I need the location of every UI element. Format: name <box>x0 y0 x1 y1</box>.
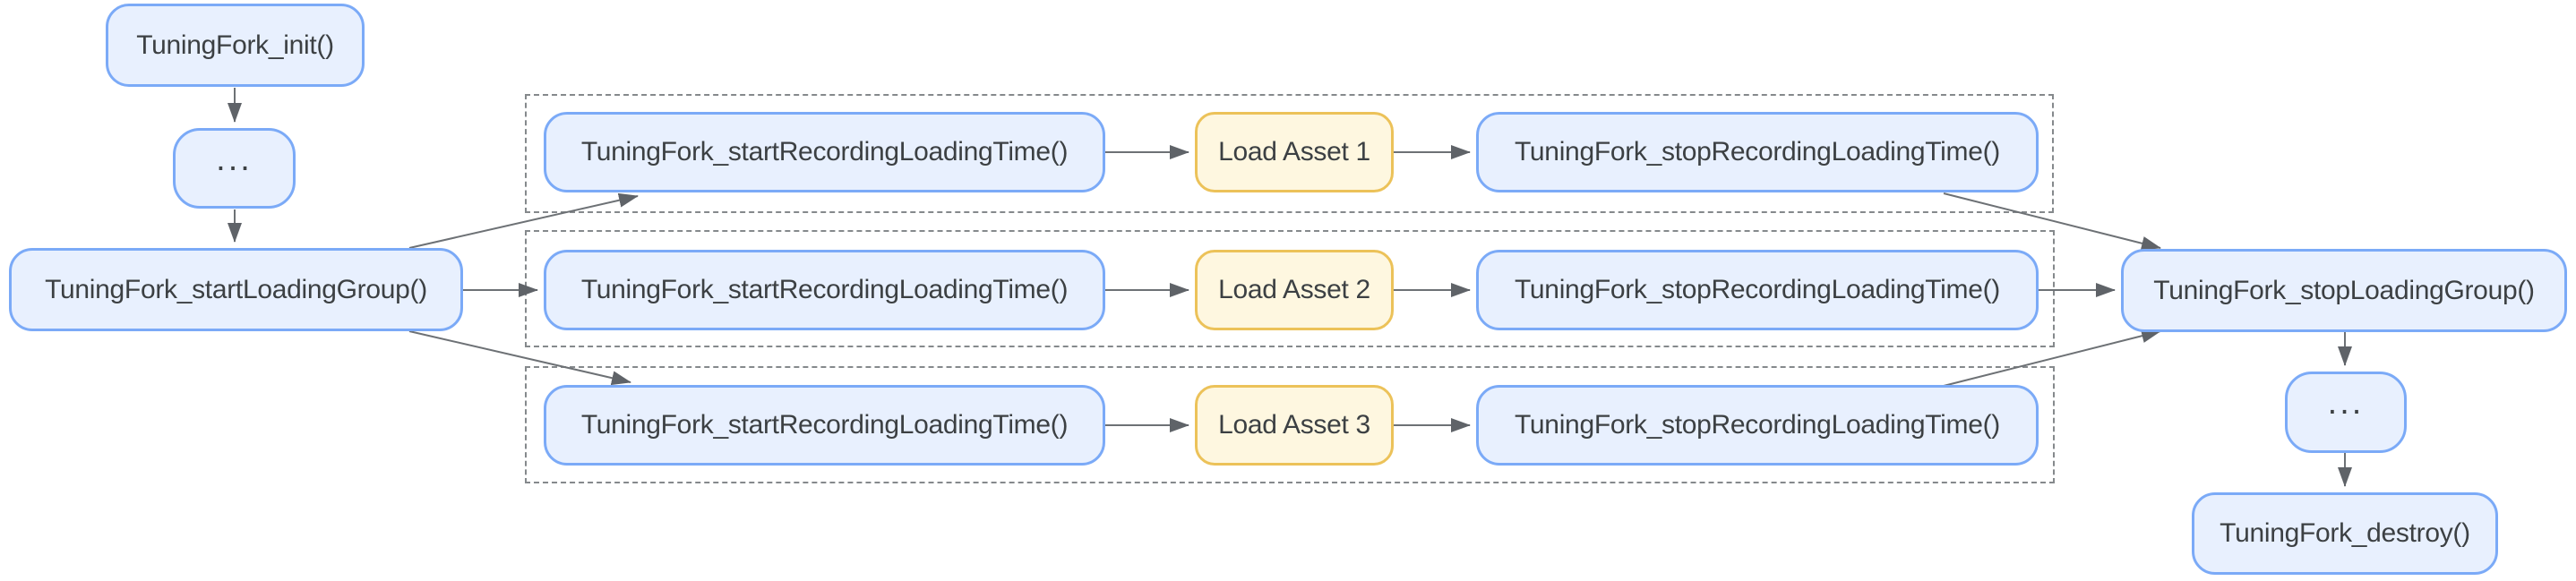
node-ellipsis-bottom: ... <box>2285 372 2407 453</box>
node-tuningfork-destroy: TuningFork_destroy() <box>2192 492 2498 575</box>
loading-row-group-1 <box>525 94 2054 213</box>
loading-row-group-3 <box>525 366 2055 483</box>
node-load-asset-3: Load Asset 3 <box>1195 385 1394 466</box>
ellipsis-bottom-label: ... <box>2327 384 2365 422</box>
node-start-recording-2: TuningFork_startRecordingLoadingTime() <box>544 250 1105 330</box>
node-stop-loading-group: TuningFork_stopLoadingGroup() <box>2121 249 2567 332</box>
node-ellipsis-top: ... <box>173 128 296 209</box>
node-start-recording-1: TuningFork_startRecordingLoadingTime() <box>544 112 1105 192</box>
node-load-asset-1: Load Asset 1 <box>1195 112 1394 192</box>
node-start-recording-3: TuningFork_startRecordingLoadingTime() <box>544 385 1105 466</box>
node-stop-recording-1: TuningFork_stopRecordingLoadingTime() <box>1476 112 2039 192</box>
node-load-asset-2: Load Asset 2 <box>1195 250 1394 330</box>
ellipsis-top-label: ... <box>216 140 253 178</box>
node-stop-recording-3: TuningFork_stopRecordingLoadingTime() <box>1476 385 2039 466</box>
node-start-loading-group: TuningFork_startLoadingGroup() <box>9 248 463 331</box>
node-tuningfork-init: TuningFork_init() <box>106 4 365 87</box>
node-stop-recording-2: TuningFork_stopRecordingLoadingTime() <box>1476 250 2039 330</box>
